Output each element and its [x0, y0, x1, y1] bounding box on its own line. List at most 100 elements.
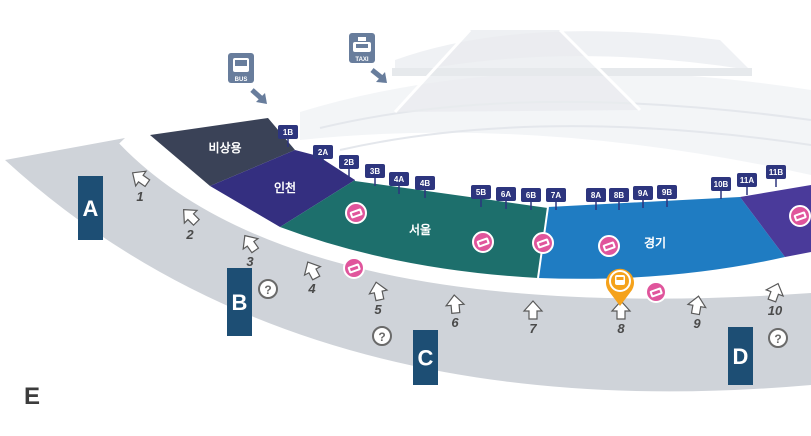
gate-label: 11B [769, 168, 783, 177]
section-letter: D [733, 344, 749, 369]
entrance-5[interactable]: 5 [367, 280, 389, 317]
svg-text:?: ? [774, 332, 781, 346]
entrance-4[interactable]: 4 [300, 258, 324, 296]
entrance-10[interactable]: 10 [763, 280, 786, 318]
bus-icon[interactable]: BUS [228, 53, 267, 104]
gate-4b[interactable]: 4B [415, 176, 435, 198]
shop-icon[interactable] [532, 232, 554, 254]
gate-9a[interactable]: 9A [633, 186, 653, 208]
gate-label: 4B [420, 179, 430, 188]
gate-8b[interactable]: 8B [609, 188, 629, 210]
entrance-number: 2 [185, 227, 194, 242]
taxi-icon[interactable]: TAXI [349, 33, 387, 83]
taxi-label: TAXI [355, 57, 369, 63]
entrance-3[interactable]: 3 [237, 230, 262, 269]
entrance-7[interactable]: 7 [522, 300, 544, 336]
arrow-icon [764, 282, 785, 303]
shop-icon[interactable] [598, 235, 620, 257]
gate-8a[interactable]: 8A [586, 188, 606, 210]
gate-6b[interactable]: 6B [521, 188, 541, 210]
entrance-number: 8 [617, 321, 625, 336]
entrance-markers: 1 2 3 4 5 6 7 8 9 10 [127, 165, 786, 336]
gate-label: 9B [662, 188, 672, 197]
arrow-icon [303, 261, 322, 281]
arrow-icon [131, 170, 151, 188]
gate-label: 10B [714, 180, 729, 189]
gate-11b[interactable]: 11B [766, 165, 786, 187]
arrow-icon [686, 295, 707, 316]
shop-icons [343, 202, 811, 303]
entrance-number: 6 [451, 315, 459, 330]
section-label-e: E [24, 383, 41, 410]
entrance-number: 9 [693, 316, 701, 331]
gate-9b[interactable]: 9B [657, 185, 677, 207]
bus-label: BUS [235, 77, 248, 83]
section-letter: A [83, 196, 99, 221]
shop-icon[interactable] [343, 257, 365, 279]
gate-2b[interactable]: 2B [339, 155, 359, 177]
gate-5b[interactable]: 5B [471, 185, 491, 207]
gate-label: 9A [638, 189, 648, 198]
shop-icon[interactable] [345, 202, 367, 224]
gate-2a[interactable]: 2A [313, 145, 333, 167]
stadium-background [300, 28, 811, 175]
zone-incheon[interactable] [210, 150, 355, 227]
arrow-icon [610, 300, 632, 320]
info-icon[interactable]: ? [768, 328, 788, 348]
svg-text:?: ? [378, 330, 385, 344]
entrance-9[interactable]: 9 [686, 295, 708, 331]
gate-label: 3B [370, 167, 380, 176]
gate-label: 7A [551, 191, 561, 200]
entrance-number: 10 [768, 303, 783, 318]
section-d[interactable]: D [728, 327, 753, 385]
section-letter: B [232, 290, 248, 315]
entrance-6[interactable]: 6 [444, 294, 466, 330]
section-letter: C [418, 346, 434, 371]
gate-label: 2B [344, 158, 354, 167]
entrance-number: 3 [246, 254, 254, 269]
shop-icon[interactable] [472, 231, 494, 253]
zone-far-right[interactable] [740, 185, 811, 257]
gate-label: 1B [283, 128, 293, 137]
arrow-icon [368, 281, 389, 302]
gate-10b[interactable]: 10B [711, 177, 731, 199]
gate-4a[interactable]: 4A [389, 172, 409, 194]
zone-label-emergency: 비상용 [208, 140, 241, 155]
gate-6a[interactable]: 6A [496, 187, 516, 209]
entrance-number: 4 [307, 281, 316, 296]
svg-text:?: ? [264, 283, 271, 297]
walkway-edge [119, 132, 811, 299]
entrance-number: 5 [374, 302, 382, 317]
info-icon[interactable]: ? [372, 326, 392, 346]
arrow-icon [444, 294, 466, 314]
section-c[interactable]: C [413, 330, 438, 385]
shop-icon[interactable] [789, 205, 811, 227]
entrance-1[interactable]: 1 [127, 165, 152, 204]
gate-3b[interactable]: 3B [365, 164, 385, 186]
section-a[interactable]: A [78, 176, 103, 240]
section-b[interactable]: B [227, 268, 252, 336]
entrance-number: 1 [136, 189, 143, 204]
entrance-8[interactable]: 8 [610, 300, 632, 336]
arrow-icon [242, 234, 260, 254]
info-icon[interactable]: ? [258, 279, 278, 299]
gate-label: 6B [526, 191, 536, 200]
gate-1b[interactable]: 1B [278, 125, 298, 147]
gate-7a[interactable]: 7A [546, 188, 566, 210]
entrance-2[interactable]: 2 [177, 203, 202, 242]
zone-label-seoul: 서울 [409, 222, 431, 237]
gate-label: 4A [394, 175, 404, 184]
arrow-icon [183, 209, 201, 227]
zone-emergency[interactable] [150, 118, 295, 186]
section-markers: A B C D [78, 176, 753, 385]
entrance-number: 7 [529, 321, 537, 336]
zone-gyeonggi[interactable] [538, 197, 785, 279]
zone-label-gyeonggi: 경기 [644, 235, 666, 250]
gate-11a[interactable]: 11A [737, 173, 757, 195]
shop-icon[interactable] [645, 281, 667, 303]
map-pin-bus-icon[interactable] [606, 268, 634, 306]
info-icons: ? ? ? [258, 279, 788, 348]
arrow-icon [522, 300, 544, 320]
